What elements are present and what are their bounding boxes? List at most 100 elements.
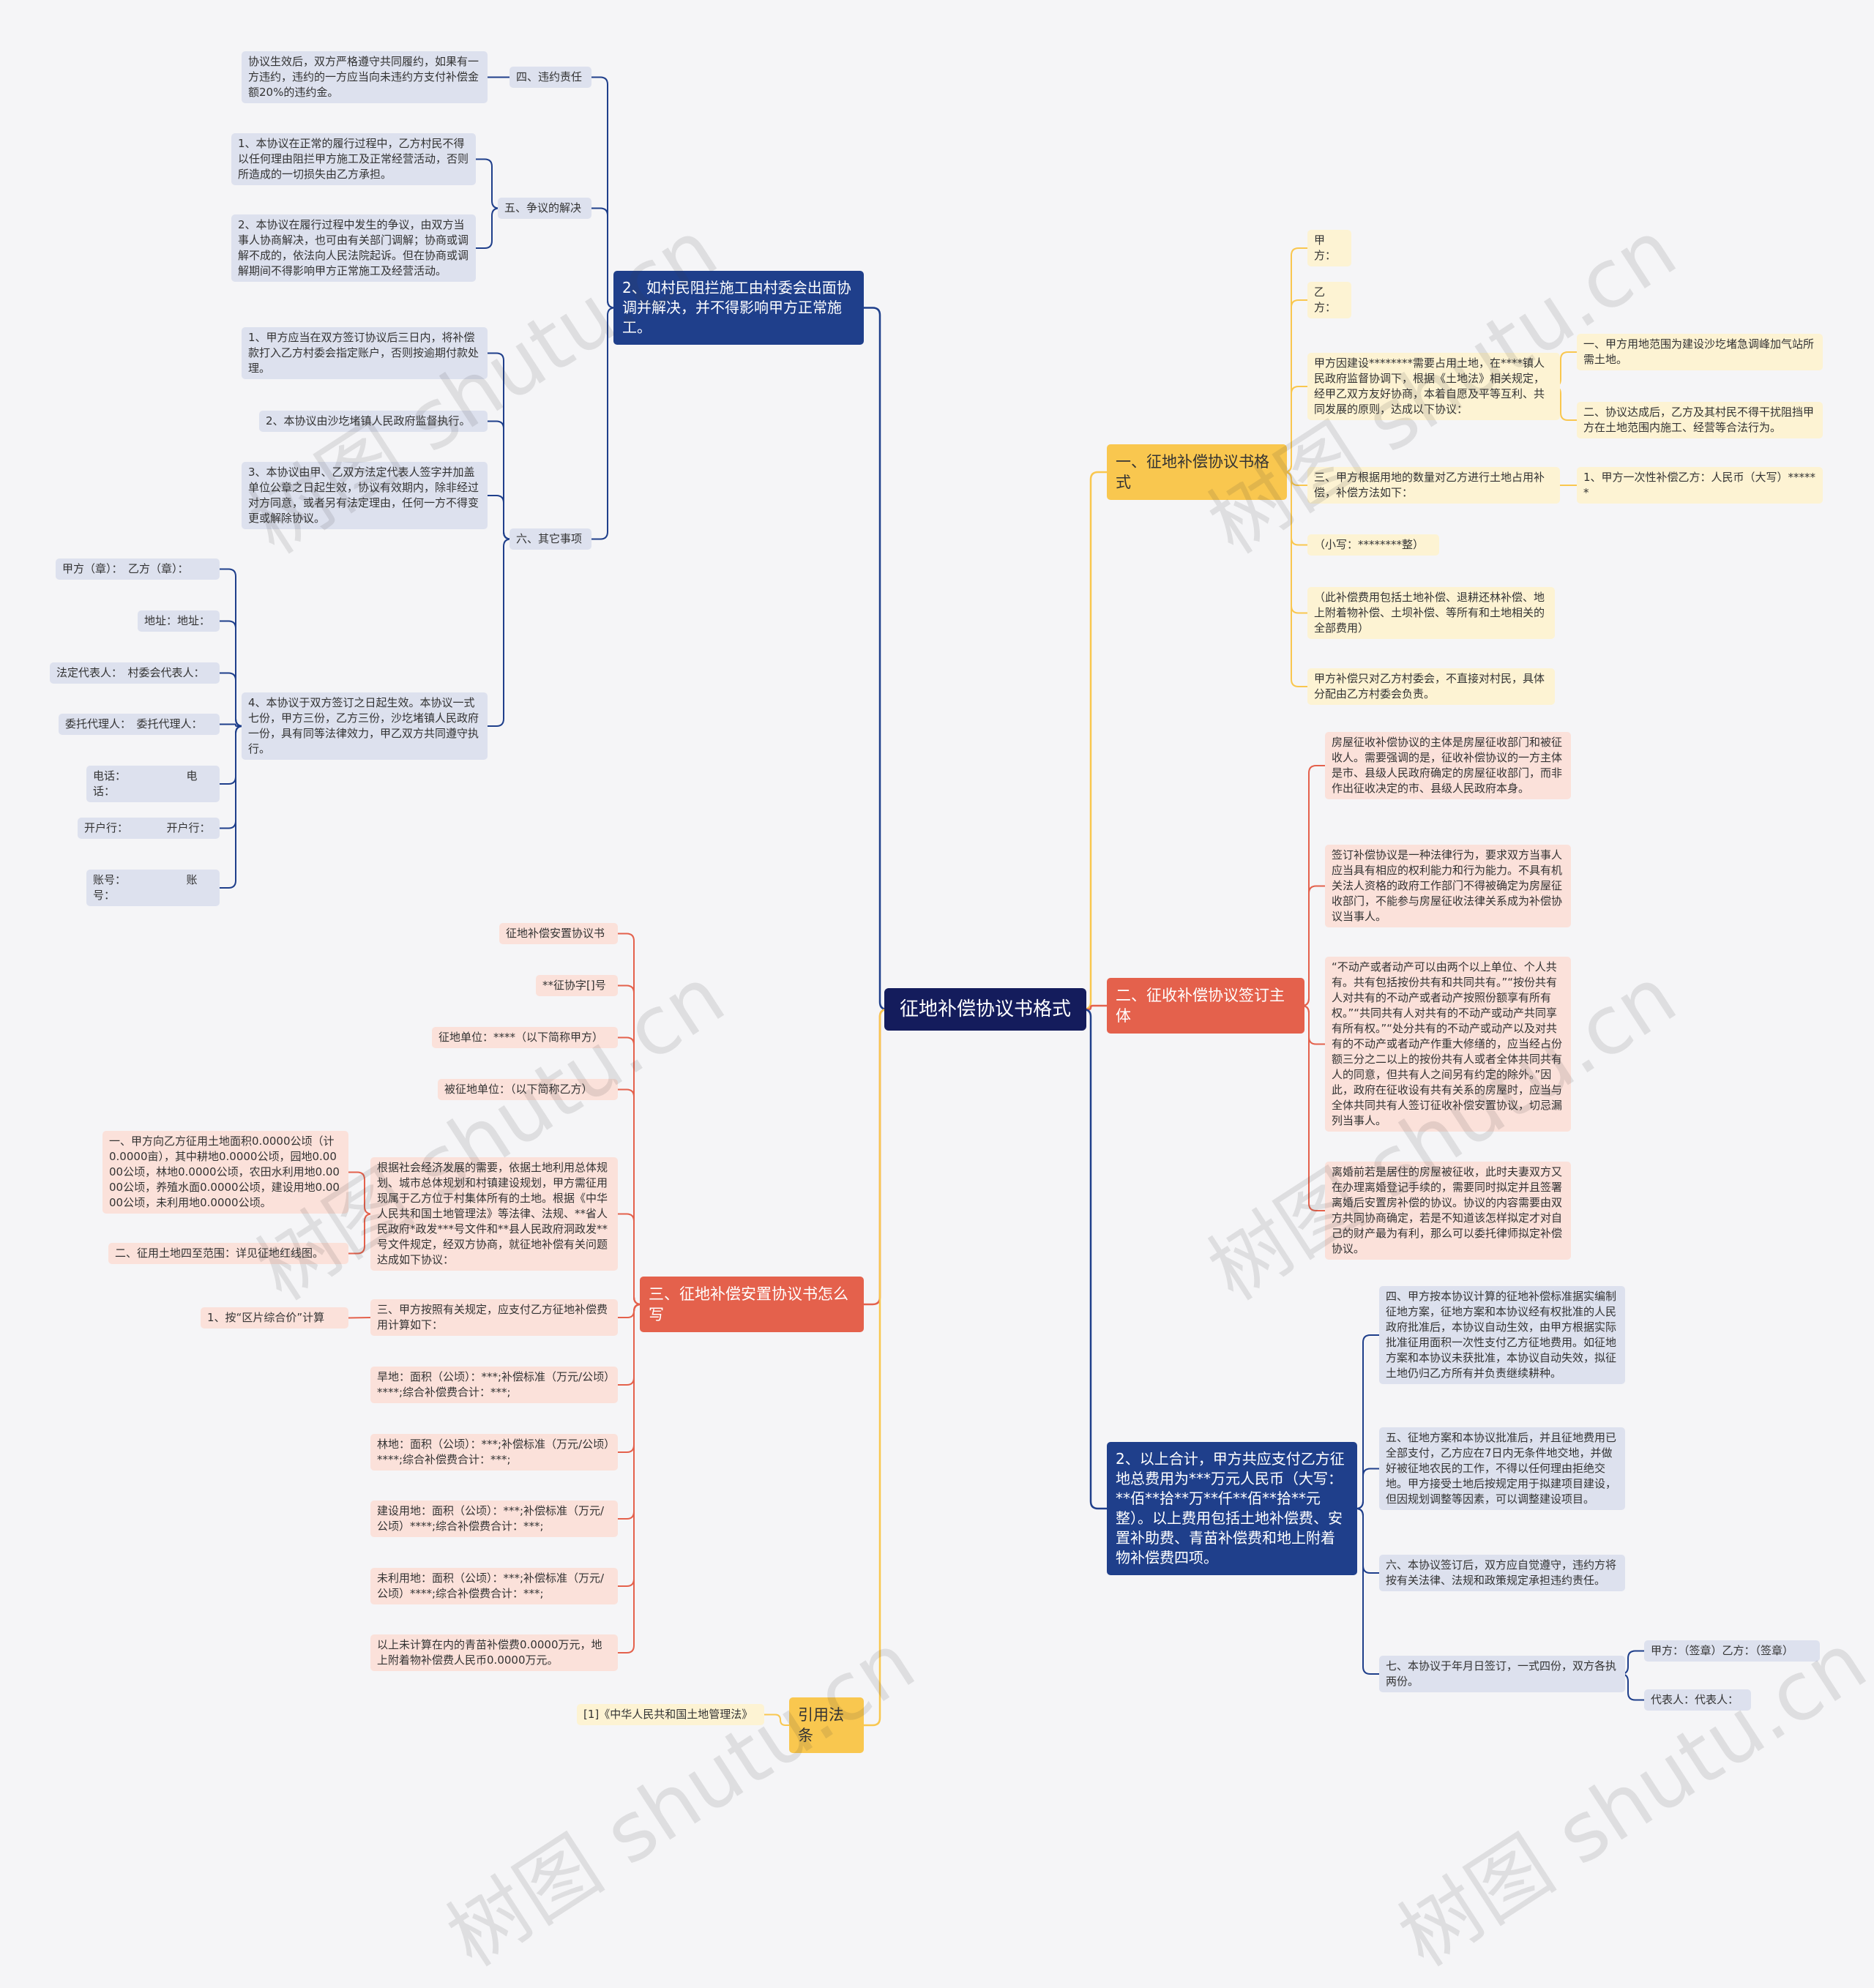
section-other[interactable]: 六、其它事项	[509, 528, 591, 550]
connector-line	[864, 307, 888, 1011]
other-clause-2[interactable]: 2、本协议由沙圪堵镇人民政府监督执行。	[259, 411, 488, 432]
clause-five[interactable]: 五、征地方案和本协议批准后，并且征地费用已全部支付，乙方应在7日内无条件地交地，…	[1379, 1427, 1625, 1510]
compensation-method-clause[interactable]: 三、甲方根据用地的数量对乙方进行土地占用补偿，补偿方法如下：	[1307, 467, 1560, 504]
connector-line	[591, 207, 616, 309]
connector-line	[1086, 1004, 1107, 1011]
signature-row[interactable]: 账号： 账号：	[86, 870, 220, 906]
dispute-clause-1[interactable]: 1、本协议在正常的履行过程中，乙方村民不得以任何理由阻拦甲方施工及正常经营活动，…	[231, 133, 476, 185]
connector-line	[1283, 471, 1307, 614]
law-citation-link[interactable]: [1]《中华人民共和国土地管理法》	[577, 1704, 764, 1725]
connector-line	[220, 725, 244, 889]
connector-line	[1355, 1334, 1379, 1509]
connector-line	[618, 933, 642, 1305]
branch-total-fee[interactable]: 2、以上合计，甲方共应支付乙方征地总费用为***万元人民币（大写：**佰**拾*…	[1107, 1442, 1357, 1575]
lump-sum-clause[interactable]: 1、甲方一次性补偿乙方：人民币（大写）******	[1577, 467, 1823, 504]
connector-line	[488, 538, 512, 727]
other-clause-1[interactable]: 1、甲方应当在双方签订协议后三日内，将补偿款打入乙方村委会指定账户，否则按逾期付…	[242, 327, 488, 379]
other-clause-3[interactable]: 3、本协议由甲、乙双方法定代表人签字并加盖单位公章之日起生效，协议有效期内，除非…	[242, 462, 488, 529]
connector-line	[618, 984, 642, 1305]
signature-row[interactable]: 地址：地址：	[138, 610, 220, 632]
forest-land-row[interactable]: 林地：面积（公顷）：***;补偿标准（万元/公顷）****;综合补偿费合计：**…	[370, 1434, 618, 1471]
signature-line[interactable]: 甲方：（签章）乙方：（签章）	[1644, 1640, 1820, 1662]
connector-line	[864, 1008, 888, 1727]
section-dispute[interactable]: 五、争议的解决	[498, 198, 591, 219]
section-breach[interactable]: 四、违约责任	[509, 67, 591, 88]
zone-price-clause[interactable]: 1、按“区片综合价”计算	[201, 1307, 348, 1329]
dry-land-row[interactable]: 旱地：面积（公顷）：***;补偿标准（万元/公顷）****;综合补偿费合计：**…	[370, 1367, 618, 1403]
connector-line	[220, 725, 244, 785]
unused-land-row[interactable]: 未利用地：面积（公顷）：***;补偿标准（万元/公顷）****;综合补偿费合计：…	[370, 1568, 618, 1604]
signature-row[interactable]: 法定代表人： 村委会代表人：	[50, 662, 220, 684]
connector-line	[476, 158, 500, 209]
connector-line	[348, 1213, 373, 1255]
clause-seven[interactable]: 七、本协议于年月日签订，一式四份，双方各执两份。	[1379, 1656, 1625, 1692]
connector-line	[1283, 247, 1307, 473]
acquired-unit[interactable]: 被征地单位：（以下简称乙方）	[438, 1079, 618, 1100]
branch-village-coordination[interactable]: 2、如村民阻拦施工由村委会出面协调并解决，并不得影响甲方正常施工。	[613, 271, 864, 345]
breach-clause[interactable]: 协议生效后，双方严格遵守共同履约，如果有一方违约，违约的一方应当向未违约方支付补…	[242, 51, 488, 103]
branch-cited-law[interactable]: 引用法条	[789, 1697, 864, 1753]
representative-line[interactable]: 代表人：代表人：	[1644, 1689, 1751, 1711]
land-scope-clause[interactable]: 一、甲方用地范围为建设沙圪堵急调峰加气站所需土地。	[1577, 334, 1823, 370]
amount-lowercase[interactable]: （小写：********整）	[1307, 534, 1439, 556]
construction-land-row[interactable]: 建设用地：面积（公顷）：***;补偿标准（万元/公顷）****;综合补偿费合计：…	[370, 1501, 618, 1537]
party-b-field[interactable]: 乙方：	[1307, 282, 1351, 318]
connector-line	[618, 1304, 642, 1587]
party-a-field[interactable]: 甲方：	[1307, 230, 1351, 266]
connector-line	[348, 1171, 373, 1215]
signature-row[interactable]: 委托代理人： 委托代理人：	[59, 714, 220, 735]
branch-signing-parties[interactable]: 二、征收补偿协议签订主体	[1107, 978, 1304, 1034]
other-clause-4[interactable]: 4、本协议于双方签订之日起生效。本协议一式七份，甲方三份，乙方三份，沙圪堵镇人民…	[242, 692, 488, 760]
dispute-clause-2[interactable]: 2、本协议在履行过程中发生的争议，由双方当事人协商解决，也可由有关部门调解；协商…	[231, 214, 476, 282]
connector-line	[1355, 1468, 1379, 1509]
connector-line	[1301, 1005, 1325, 1211]
connector-line	[220, 725, 244, 829]
acquiring-unit[interactable]: 征地单位：****（以下简称甲方）	[432, 1027, 618, 1048]
parties-paragraph-3[interactable]: “不动产或者动产可以由两个以上单位、个人共有。共有包括按份共有和共同共有。”“按…	[1325, 957, 1571, 1132]
clause-four[interactable]: 四、甲方按本协议计算的征地补偿标准据实编制征地方案，征地方案和本协议经有权批准的…	[1379, 1286, 1625, 1384]
connector-line	[764, 1714, 789, 1726]
connector-line	[1355, 1508, 1379, 1675]
connector-line	[618, 1213, 642, 1305]
connector-line	[220, 723, 242, 727]
fee-calculation-clause[interactable]: 三、甲方按照有关规定，应支付乙方征地补偿费用计算如下：	[370, 1299, 618, 1336]
parties-paragraph-4[interactable]: 离婚前若是居住的房屋被征收，此时夫妻双方又在办理离婚登记手续的，需要同时拟定并且…	[1325, 1162, 1571, 1260]
parties-paragraph-1[interactable]: 房屋征收补偿协议的主体是房屋征收部门和被征收人。需要强调的是，征收补偿协议的一方…	[1325, 732, 1571, 799]
signature-row[interactable]: 开户行： 开户行：	[78, 818, 220, 839]
boundary-clause[interactable]: 二、征用土地四至范围：详见征地红线图。	[108, 1243, 348, 1264]
branch-how-to-write[interactable]: 三、征地补偿安置协议书怎么写	[640, 1277, 864, 1332]
doc-title[interactable]: 征地补偿安置协议书	[499, 923, 618, 944]
crop-compensation-row[interactable]: 以上未计算在内的青苗补偿费0.0000万元，地上附着物补偿费人民币0.0000万…	[370, 1634, 618, 1671]
parties-paragraph-2[interactable]: 签订补偿协议是一种法律行为，要求双方当事人应当具有相应的权利能力和行为能力。不具…	[1325, 845, 1571, 927]
clause-six[interactable]: 六、本协议签订后，双方应自觉遵守，违约方将按有关法律、法规和政策规定承担违约责任…	[1379, 1555, 1625, 1591]
connector-line	[864, 1008, 888, 1306]
preamble-clause[interactable]: 根据社会经济发展的需要，依据土地利用总体规划、城市总体规划和村镇建设规划，甲方需…	[370, 1157, 618, 1271]
no-obstruction-clause[interactable]: 二、协议达成后，乙方及其村民不得干扰阻挡甲方在土地范围内施工、经营等合法行为。	[1577, 402, 1823, 438]
connector-line	[618, 1304, 642, 1453]
branch-agreement-format[interactable]: 一、征地补偿协议书格式	[1107, 444, 1287, 500]
connector-line	[1283, 386, 1307, 473]
connector-line	[618, 1036, 642, 1305]
scope-note[interactable]: （此补偿费用包括土地补偿、退耕还林补偿、地上附着物补偿、土坝补偿、等所有和土地相…	[1307, 587, 1555, 639]
connector-line	[618, 1088, 642, 1305]
connector-line	[488, 352, 512, 540]
connector-line	[591, 307, 616, 540]
area-clause[interactable]: 一、甲方向乙方征用土地面积0.0000公顷（计0.0000亩），其中耕地0.00…	[102, 1131, 348, 1214]
connector-line	[1283, 471, 1307, 546]
connector-line	[488, 420, 512, 540]
connector-line	[591, 76, 616, 309]
connector-line	[618, 1304, 642, 1386]
connector-line	[220, 672, 244, 727]
intro-clause[interactable]: 甲方因建设********需要占用土地，在****镇人民政府监督协调下，根据《土…	[1307, 353, 1560, 420]
connector-line	[488, 495, 512, 540]
signature-row[interactable]: 电话： 电话：	[86, 766, 220, 802]
connector-line	[618, 1304, 641, 1318]
signature-row[interactable]: 甲方（章）： 乙方（章）：	[56, 558, 220, 580]
doc-number[interactable]: **征协字[]号	[536, 975, 618, 996]
connector-line	[1284, 471, 1307, 486]
connector-line	[1301, 885, 1325, 1006]
connector-line	[1083, 1008, 1107, 1510]
connector-line	[618, 1304, 642, 1653]
payment-note[interactable]: 甲方补偿只对乙方村委会，不直接对村民，具体分配由乙方村委会负责。	[1307, 668, 1555, 705]
root-topic[interactable]: 征地补偿协议书格式	[884, 988, 1086, 1031]
